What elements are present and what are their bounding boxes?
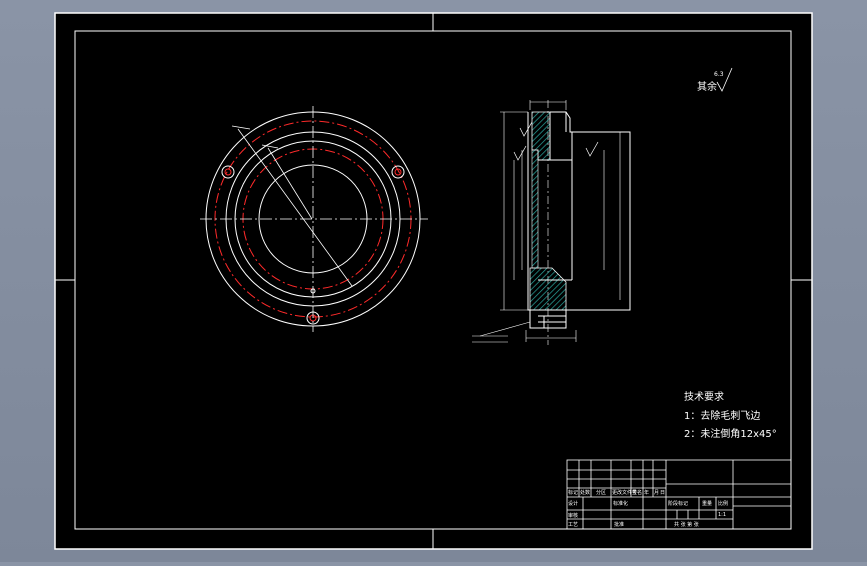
title-block[interactable]: 标记 处数 分区 更改文件号 签名 年 月 日 设计 标准化 审核 工艺 批准 … [566, 459, 792, 530]
tb-zone: 分区 [596, 489, 606, 496]
tb-count: 处数 [580, 489, 590, 496]
bolt-hole-left [221, 165, 235, 179]
roughness-value: 6.3 [714, 71, 724, 78]
tb-day: 日 [660, 490, 665, 496]
tb-weight: 重量 [702, 500, 712, 507]
centering-marks [55, 13, 812, 549]
front-centerlines [200, 106, 428, 332]
tb-scale: 比例 [718, 500, 728, 507]
tb-scale-value: 1:1 [718, 512, 726, 518]
tech-req-item-1: 1：去除毛刺飞边 [684, 409, 760, 422]
roughness-symbol-icon [716, 67, 733, 92]
tb-stage-mark: 阶段标记 [668, 500, 688, 507]
drawing-sheet [54, 12, 813, 550]
tech-req-item-2: 2：未注倒角12x45° [684, 427, 777, 440]
tb-change-doc: 更改文件号 [612, 489, 637, 496]
tb-month: 月 [654, 490, 659, 496]
roughness-label: 其余 [697, 80, 717, 93]
tb-process: 工艺 [568, 522, 578, 528]
tb-approve: 批准 [614, 521, 624, 528]
dimension-lines [472, 100, 621, 343]
tb-sign: 签名 [632, 489, 642, 496]
front-view[interactable] [200, 106, 428, 332]
bolt-hole-right [391, 165, 405, 179]
tech-req-title: 技术要求 [684, 390, 724, 403]
section-view[interactable] [472, 100, 631, 345]
roughness-note: 其余 6.3 [697, 67, 733, 93]
hatched-sections [529, 111, 567, 311]
tb-review: 审核 [568, 512, 578, 519]
tb-standardize: 标准化 [613, 500, 628, 507]
tb-sheet-info: 共 张 第 张 [674, 521, 699, 528]
tb-design: 设计 [568, 500, 578, 507]
tech-requirements: 技术要求 1：去除毛刺飞边 2：未注倒角12x45° [684, 390, 777, 440]
radius-leaders [231, 125, 353, 287]
tb-mark: 标记 [568, 489, 578, 496]
roughness-marks [513, 121, 599, 161]
tb-year: 年 [644, 489, 649, 496]
